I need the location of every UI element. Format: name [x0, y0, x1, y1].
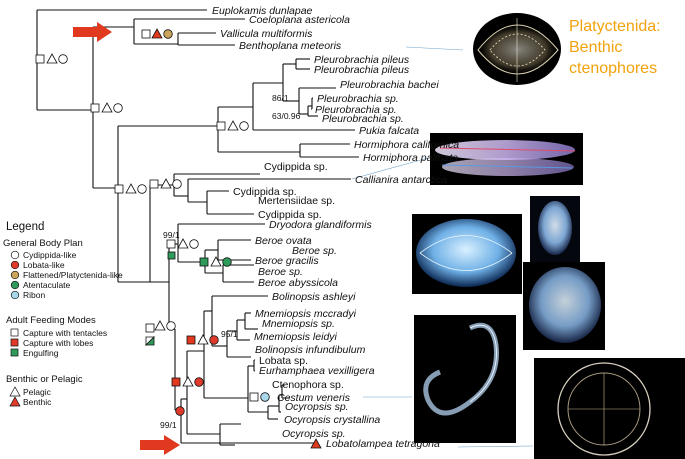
legend-swatch-circle — [11, 261, 19, 269]
legend-item: Benthic — [23, 397, 52, 407]
support-value: 95/1 — [221, 329, 238, 339]
photo-cestum — [414, 315, 516, 443]
taxon-label: Pleurobrachia sp. — [322, 113, 404, 125]
legend-swatch-triangle — [10, 387, 20, 396]
support-value: 99/1 — [160, 420, 177, 430]
legend-item: Pelagic — [23, 387, 52, 397]
legend-heading-habitat: Benthic or Pelagic — [6, 374, 83, 385]
platyctenida-label-2: Benthic — [569, 39, 622, 56]
legend-title: Legend — [6, 221, 44, 233]
legend-item: Capture with tentacles — [23, 328, 107, 338]
taxon-label: Pleurobrachia pileus — [314, 64, 410, 76]
taxon-label: Ocyropsis crystallina — [284, 414, 380, 426]
taxon-label: Mnemiopsis leidyi — [254, 331, 338, 343]
photo-beroe — [412, 214, 522, 294]
legend-heading-body-plan: General Body Plan — [3, 238, 83, 249]
photo-platyctenid — [473, 13, 561, 85]
platyctenida-label-1: Platyctenida: — [569, 18, 661, 35]
legend-item: Atentaculate — [23, 280, 71, 290]
legend-swatch-triangle — [10, 397, 20, 406]
legend-swatch-square — [11, 339, 18, 346]
taxon-label: Benthoplana meteoris — [239, 40, 342, 52]
taxon-label: Pukia falcata — [359, 125, 419, 137]
arrow-lobatolampea — [140, 435, 180, 455]
legend-swatch-circle — [11, 291, 19, 299]
taxon-label: Bolinopsis ashleyi — [272, 291, 356, 303]
legend-item: Capture with lobes — [23, 338, 93, 348]
legend-swatch-square — [11, 329, 18, 336]
legend-swatch-circle — [11, 271, 19, 279]
taxon-label: Mnemiopsis sp. — [262, 318, 335, 330]
taxon-label: Ctenophora sp. — [272, 379, 344, 391]
taxon-label: Eurhamphaea vexilligera — [259, 365, 375, 377]
legend-heading-feeding: Adult Feeding Modes — [6, 315, 96, 326]
legend-item: Engulfing — [23, 348, 59, 358]
legend-item: Cydippida-like — [23, 250, 77, 260]
taxon-label: Callianira antarctica — [355, 174, 447, 186]
support-value: 63/0.96 — [272, 111, 301, 121]
taxon-label: Beroe abyssicola — [258, 277, 338, 289]
leader-line — [406, 47, 463, 50]
leader-line — [458, 446, 533, 447]
legend-swatch-square — [11, 349, 18, 356]
taxon-label: Vallicula multiformis — [220, 28, 313, 40]
photo-beroe-small — [530, 196, 580, 262]
taxon-label: Ocyropsis sp. — [285, 401, 349, 413]
taxon-label: Cydippida sp. — [264, 161, 328, 173]
taxon-label: Mertensiidae sp. — [258, 195, 335, 207]
legend-item: Lobata-like — [23, 260, 65, 270]
support-value: 99/1 — [163, 230, 180, 240]
legend-swatch-circle — [11, 281, 19, 289]
legend-swatch-circle — [11, 251, 19, 259]
taxon-label: Hormiphora palmata — [363, 152, 458, 164]
taxon-label: Dryodora glandiformis — [269, 219, 372, 231]
legend-item: Flattened/Platyctenida-like — [23, 270, 123, 280]
legend: Legend General Body Plan Cydippida-like … — [3, 221, 123, 407]
photo-lobatolampea — [534, 358, 685, 459]
taxon-label: Lobatolampea tetragona — [326, 438, 440, 450]
photo-lobate — [523, 262, 605, 350]
taxon-label: Pleurobrachia bachei — [340, 79, 439, 91]
platyctenida-label-3: ctenophores — [569, 60, 657, 77]
support-value: 86/1 — [272, 93, 289, 103]
taxon-label: Hormiphora californica — [354, 139, 459, 151]
taxon-label: Coeloplana astericola — [249, 14, 350, 26]
legend-item: Ribon — [23, 290, 45, 300]
